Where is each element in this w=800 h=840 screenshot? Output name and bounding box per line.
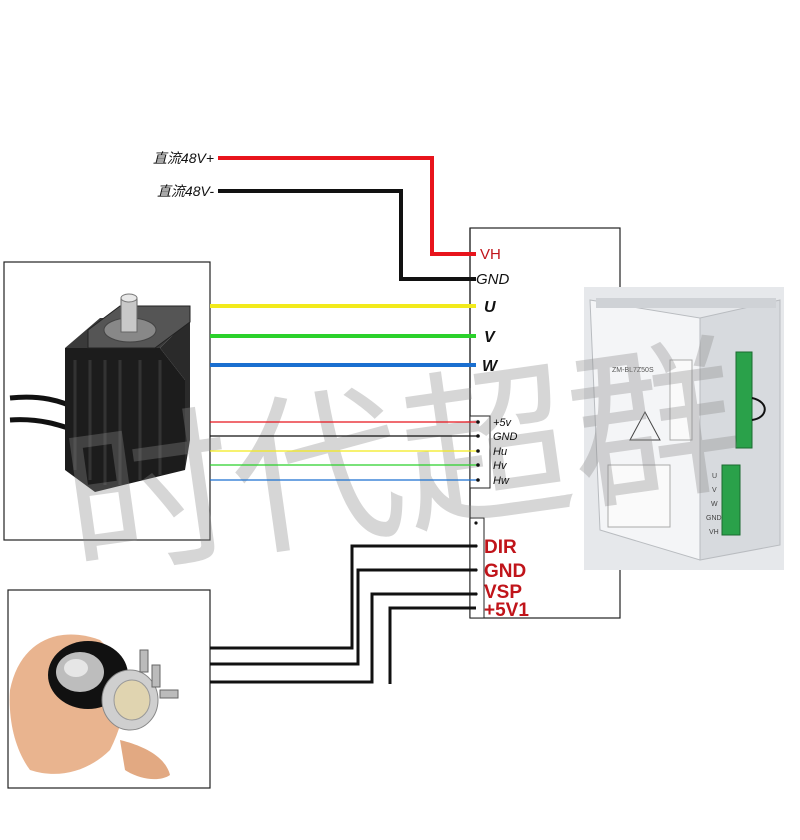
side-term-gnd-label: GND — [706, 515, 722, 522]
wire-control-5v1 — [388, 606, 476, 684]
side-term-v-label: V — [712, 487, 717, 494]
control-vsp-label: VSP — [484, 582, 522, 603]
terminal-gnd-label: GND — [476, 271, 510, 288]
hall-connector — [469, 415, 491, 489]
wire-control-gnd — [210, 568, 476, 666]
control-dir-label: DIR — [484, 537, 517, 558]
wire-dc-positive — [218, 156, 476, 256]
hall-gnd-label: GND — [493, 431, 518, 443]
side-term-vh-label: VH — [709, 529, 719, 536]
control-5v1-label: +5V1 — [484, 600, 529, 621]
driver-photo: ZM-BL7Z50S — [584, 287, 784, 570]
wire-dc-negative — [218, 189, 476, 281]
hall-hu-label: Hu — [493, 446, 507, 458]
wire-control-dir — [210, 544, 476, 650]
hall-hw-label: Hw — [493, 475, 510, 487]
dc-positive-label: 直流48V+ — [153, 150, 214, 166]
control-gnd-label: GND — [484, 561, 526, 582]
wire-control-vsp — [210, 592, 476, 684]
terminal-u-label: U — [484, 299, 496, 316]
side-term-u-label: U — [712, 473, 717, 480]
dc-negative-label: 直流48V- — [157, 183, 214, 199]
hall-hv-label: Hv — [493, 460, 508, 472]
hall-5v-label: +5v — [493, 417, 513, 429]
terminal-v-label: V — [484, 329, 496, 346]
potentiometer-photo — [7, 589, 211, 789]
motor-photo — [3, 261, 211, 541]
terminal-vh-label: VH — [480, 246, 501, 263]
side-term-w-label: W — [711, 501, 718, 508]
driver-model-text: ZM-BL7Z50S — [612, 367, 654, 374]
terminal-w-label: W — [482, 358, 499, 375]
